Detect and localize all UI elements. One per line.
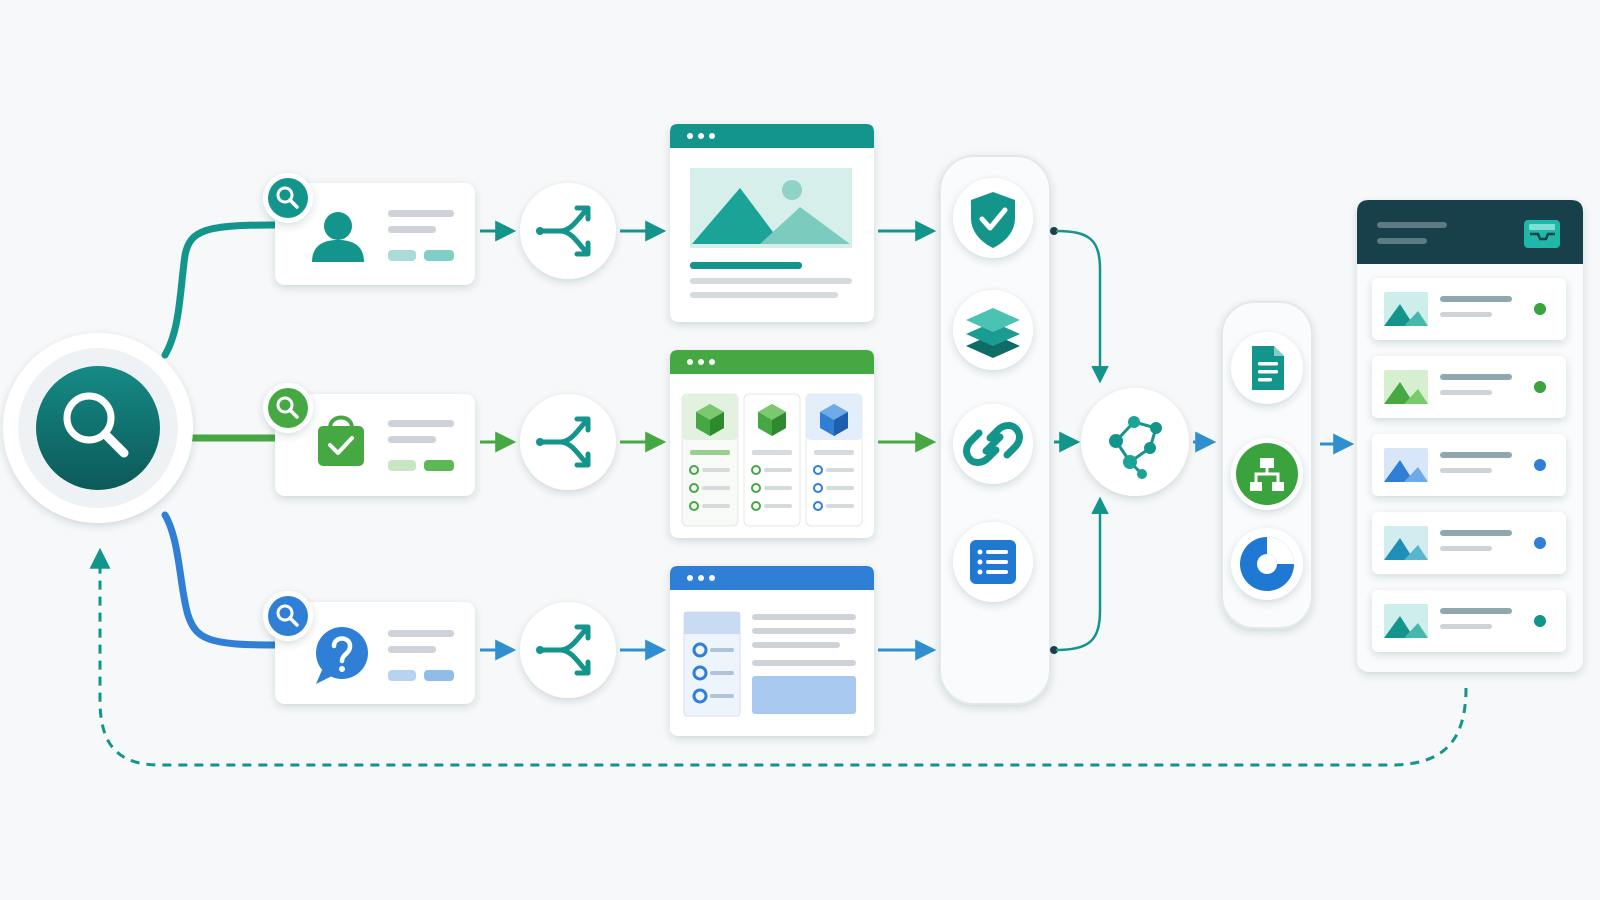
status-dot: [1534, 303, 1546, 315]
link-icon: [963, 422, 1023, 466]
search-icon: [276, 186, 299, 209]
output-column: [1221, 301, 1313, 629]
cube-icon: [696, 404, 724, 436]
output-node-hierarchy[interactable]: [1231, 438, 1303, 510]
list-icon: [970, 540, 1016, 584]
form-list-panel[interactable]: [670, 566, 874, 736]
search-icon: [276, 396, 299, 419]
status-dot: [1534, 459, 1546, 471]
image-thumbnail-icon: [1384, 526, 1428, 560]
branch-badge-blue: [263, 591, 313, 641]
splitter-node-blue[interactable]: [520, 602, 616, 698]
branch-card-shopping[interactable]: [275, 394, 475, 496]
process-node-security[interactable]: [953, 178, 1033, 258]
result-item[interactable]: [1372, 434, 1566, 496]
network-graph-icon: [1109, 416, 1162, 479]
split-arrows-icon: [537, 624, 591, 676]
product-card[interactable]: [681, 393, 739, 527]
image-thumbnail-icon: [1384, 370, 1428, 404]
process-node-link[interactable]: [953, 404, 1033, 484]
cube-icon: [758, 404, 786, 436]
image-preview-panel[interactable]: [670, 124, 874, 322]
splitter-node-teal[interactable]: [520, 183, 616, 279]
column-to-merge-connectors: [1050, 227, 1109, 654]
shield-check-icon: [971, 192, 1015, 248]
window-dots: [687, 133, 715, 139]
status-dot: [1534, 615, 1546, 627]
product-grid-panel[interactable]: [670, 350, 874, 538]
card-to-splitter-arrows: [480, 220, 517, 661]
process-node-list[interactable]: [953, 522, 1033, 602]
cube-icon: [820, 404, 848, 436]
search-icon: [276, 604, 299, 627]
branch-badge-green: [263, 383, 313, 433]
result-item[interactable]: [1372, 356, 1566, 418]
status-dot: [1534, 537, 1546, 549]
splitter-node-green[interactable]: [520, 394, 616, 490]
search-hub[interactable]: [3, 333, 193, 523]
hierarchy-icon: [1250, 458, 1284, 491]
hub-connectors: [161, 221, 279, 649]
image-thumbnail-icon: [1384, 292, 1428, 326]
output-node-chart[interactable]: [1231, 528, 1303, 600]
landscape-image-icon: [692, 180, 850, 244]
result-item[interactable]: [1372, 512, 1566, 574]
panel-to-column-arrows: [878, 220, 937, 661]
branch-badge-teal: [263, 173, 313, 223]
feedback-loop: [89, 547, 1468, 767]
product-card[interactable]: [805, 393, 863, 527]
image-thumbnail-icon: [1384, 604, 1428, 638]
question-bubble-icon: [316, 627, 368, 684]
search-icon: [63, 392, 129, 458]
split-arrows-icon: [537, 205, 591, 257]
shopping-bag-check-icon: [318, 415, 364, 466]
splitter-to-panel-arrows: [620, 220, 667, 661]
inbox-tray-icon[interactable]: [1524, 220, 1560, 248]
results-panel: [1357, 200, 1583, 672]
image-thumbnail-icon: [1384, 448, 1428, 482]
document-icon: [1252, 346, 1284, 390]
processing-column: [939, 155, 1051, 705]
pie-chart-icon: [1240, 537, 1294, 591]
result-item[interactable]: [1372, 590, 1566, 652]
branch-card-user[interactable]: [275, 183, 475, 285]
output-node-document[interactable]: [1231, 332, 1303, 404]
window-dots: [687, 575, 715, 581]
merge-node[interactable]: [1081, 388, 1189, 496]
result-item[interactable]: [1372, 278, 1566, 340]
window-dots: [687, 359, 715, 365]
branch-card-question[interactable]: [275, 602, 475, 704]
user-icon: [312, 212, 364, 262]
process-node-layers[interactable]: [953, 290, 1033, 370]
product-card[interactable]: [743, 393, 801, 527]
split-arrows-icon: [537, 416, 591, 468]
status-dot: [1534, 381, 1546, 393]
layers-icon: [966, 308, 1020, 358]
